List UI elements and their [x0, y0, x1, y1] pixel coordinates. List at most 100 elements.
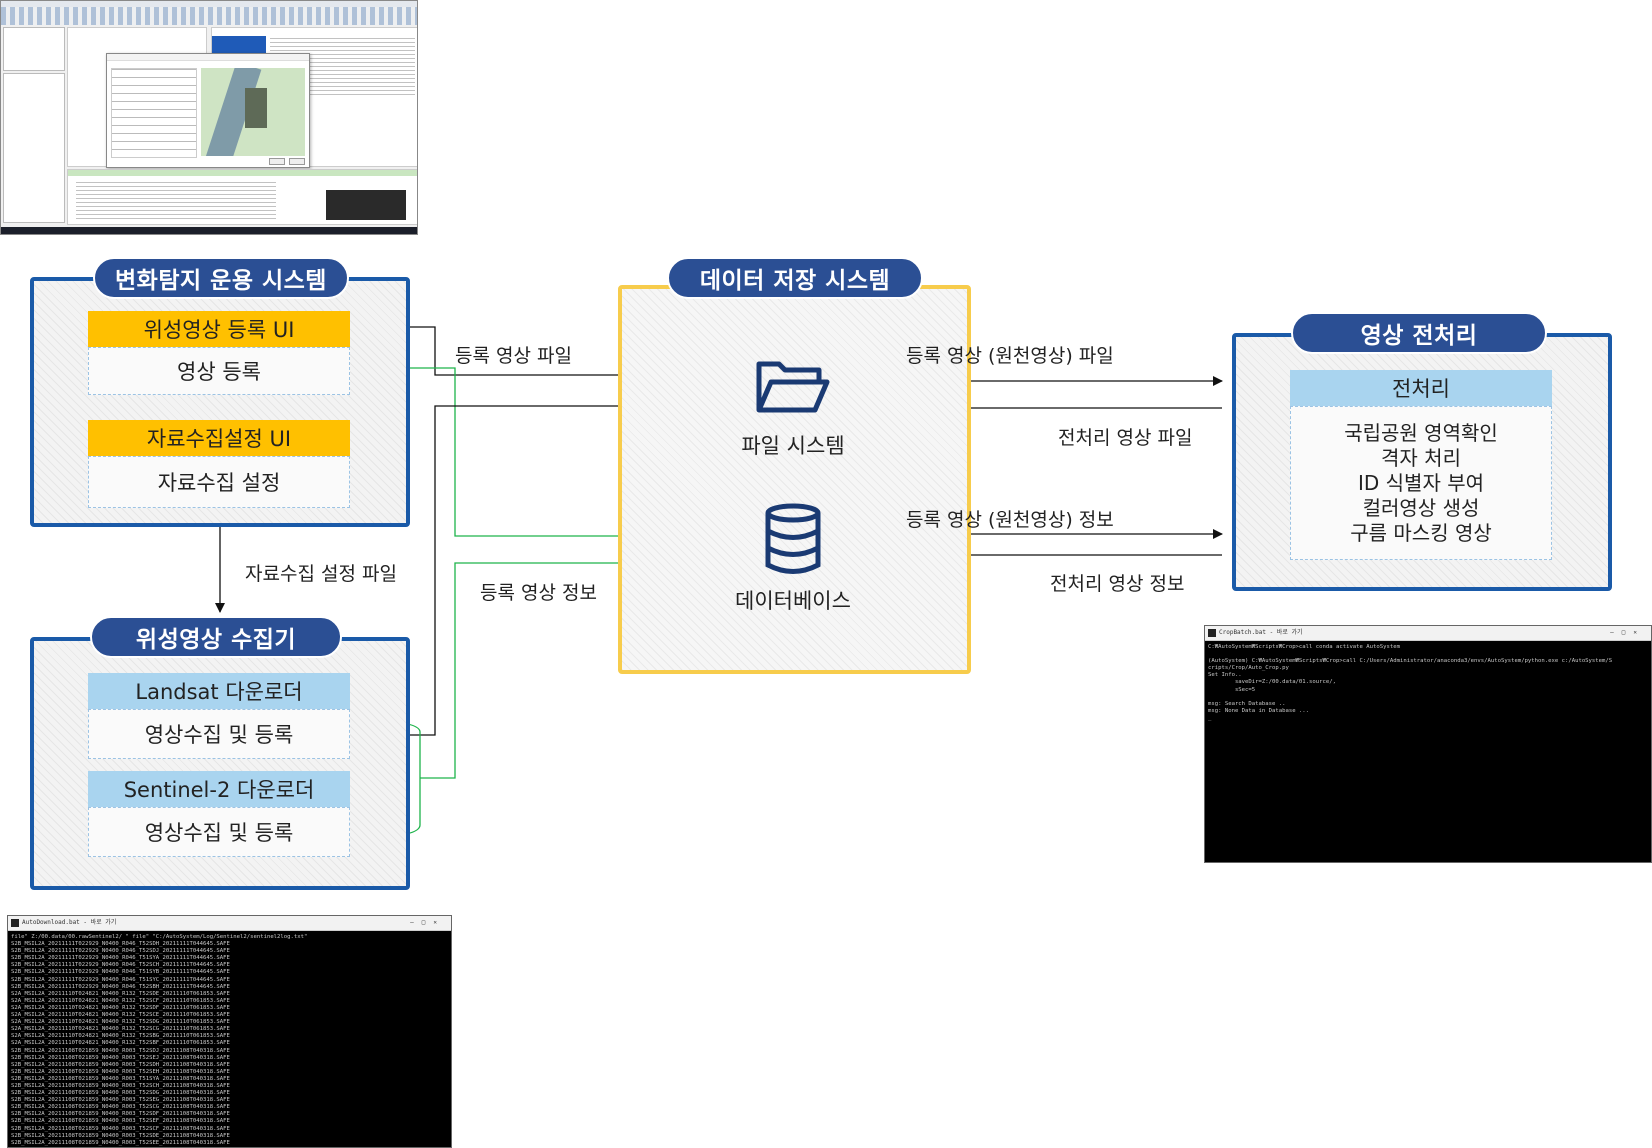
landsat-downloader-header[interactable]: Landsat 다운로더: [88, 673, 350, 709]
preprocess-step: ID 식별자 부여: [1357, 470, 1484, 495]
console-line: file" Z:/00.data/00.rawSentinel2/ " file…: [11, 934, 308, 940]
database-icon[interactable]: [764, 503, 822, 575]
file-system-label: 파일 시스템: [741, 434, 845, 458]
console-line: S2B_MSIL2A_20211108T021859_N0400_R003_T5…: [11, 1132, 230, 1139]
console-line: cripts/Crop/Auto_Crop.py: [1208, 665, 1289, 672]
data-storage-system-frame: [618, 285, 971, 674]
window-controls-icon: –□✕: [410, 919, 445, 926]
download-console-screenshot: AutoDownload.bat - 바로 가기 –□✕ file" Z:/00…: [7, 915, 452, 1148]
console-line: S2A_MSIL2A_20211110T024821_N0400_R132_T5…: [11, 1012, 230, 1019]
console-line: C:₩AutoSystem₩Scripts₩Crop>call conda ac…: [1208, 644, 1400, 650]
console-line: S2B_MSIL2A_20211111T022929_N0400_R046_T5…: [11, 976, 230, 983]
console-line: S2B_MSIL2A_20211108T021859_N0400_R003_T5…: [11, 1061, 230, 1068]
sentinel2-downloader-header[interactable]: Sentinel-2 다운로더: [88, 771, 350, 807]
console-line: S2B_MSIL2A_20211108T021859_N0400_R003_T5…: [11, 1125, 230, 1132]
qgis-dialog-titlebar: [107, 54, 309, 61]
console-line: S2B_MSIL2A_20211108T021859_N0400_R003_T5…: [11, 1139, 230, 1146]
download-console-title: AutoDownload.bat - 바로 가기: [22, 919, 117, 926]
console-line: S2B_MSIL2A_20211111T022929_N0400_R046_T5…: [11, 955, 230, 962]
console-line: sSec=5: [1208, 686, 1256, 693]
crop-console-title: CropBatch.bat - 바로 가기: [1219, 629, 1303, 636]
label-collection-settings-file: 자료수집 설정 파일: [245, 563, 397, 585]
qgis-log-tabs: [68, 170, 417, 176]
change-detection-system-title: 변화탐지 운용 시스템: [93, 257, 349, 299]
console-line: S2B_MSIL2A_20211111T022929_N0400_R046_T5…: [11, 962, 230, 969]
data-collection-ui-header[interactable]: 자료수집설정 UI: [88, 420, 350, 456]
qgis-notification-popup: [326, 190, 406, 220]
console-line: S2B_MSIL2A_20211108T021859_N0400_R003_T5…: [11, 1082, 230, 1089]
console-line: S2B_MSIL2A_20211108T021859_N0400_R003_T5…: [11, 1068, 230, 1075]
qgis-toolbar: [1, 7, 417, 25]
sentinel2-collect-register-box[interactable]: 영상수집 및 등록: [88, 807, 350, 857]
console-line: saveDir=Z:/00.data/01.source/,: [1208, 679, 1336, 686]
satellite-collector-title: 위성영상 수집기: [90, 616, 342, 658]
arrow-collector-to-database: [420, 558, 733, 779]
qgis-satellite-preview: [201, 68, 305, 156]
preprocessing-steps-box: 국립공원 영역확인 격자 처리 ID 식별자 부여 컬러영상 생성 구름 마스킹…: [1290, 406, 1552, 560]
console-line: S2B_MSIL2A_20211108T021859_N0400_R003_T5…: [11, 1118, 230, 1125]
window-controls-icon: –□✕: [1610, 629, 1645, 636]
preprocess-step: 격자 처리: [1381, 445, 1461, 470]
console-icon: [1208, 629, 1216, 637]
qgis-dialog-ok-button: [269, 158, 285, 165]
console-line: S2A_MSIL2A_20211110T024821_N0400_R132_T5…: [11, 1019, 230, 1026]
console-line: Set Info..: [1208, 672, 1242, 679]
console-icon: [11, 919, 19, 927]
console-line: S2B_MSIL2A_20211108T021859_N0400_R003_T5…: [11, 1147, 448, 1148]
crop-console-output: C:₩AutoSystem₩Scripts₩Crop>call conda ac…: [1205, 641, 1651, 725]
preprocessing-header[interactable]: 전처리: [1290, 370, 1552, 406]
console-line: S2B_MSIL2A_20211108T021859_N0400_R003_T5…: [11, 1047, 230, 1054]
console-line: _: [1208, 714, 1212, 721]
preprocess-step: 국립공원 영역확인: [1344, 420, 1498, 445]
image-registration-box[interactable]: 영상 등록: [88, 347, 350, 395]
console-line: S2B_MSIL2A_20211111T022929_N0400_R046_T5…: [11, 983, 230, 990]
console-line: S2B_MSIL2A_20211108T021859_N0400_R003_T5…: [11, 1111, 230, 1118]
label-preprocessed-file: 전처리 영상 파일: [1058, 427, 1193, 449]
crop-console-titlebar: CropBatch.bat - 바로 가기 –□✕: [1205, 626, 1651, 641]
console-line: S2A_MSIL2A_20211110T024821_N0400_R132_T5…: [11, 990, 230, 997]
data-collection-settings-box[interactable]: 자료수집 설정: [88, 456, 350, 508]
console-line: S2B_MSIL2A_20211111T022929_N0400_R046_T5…: [11, 941, 230, 948]
console-line: [1208, 694, 1648, 701]
qgis-dialog-list: [111, 68, 197, 158]
preprocess-step: 컬러영상 생성: [1362, 495, 1480, 520]
qgis-dialog: [106, 53, 310, 168]
download-console-output: file" Z:/00.data/00.rawSentinel2/ " file…: [8, 931, 451, 1148]
folder-icon[interactable]: [755, 358, 831, 418]
landsat-collect-register-box[interactable]: 영상수집 및 등록: [88, 709, 350, 759]
qgis-screenshot: [0, 0, 418, 235]
qgis-log-text: [76, 182, 276, 222]
console-line: S2B_MSIL2A_20211108T021859_N0400_R003_T5…: [11, 1075, 230, 1082]
console-line: S2A_MSIL2A_20211110T024821_N0400_R132_T5…: [11, 1004, 230, 1011]
console-line: S2A_MSIL2A_20211110T024821_N0400_R132_T5…: [11, 1040, 230, 1047]
qgis-preview-image: [245, 88, 267, 128]
console-line: S2B_MSIL2A_20211111T022929_N0400_R046_T5…: [11, 948, 230, 955]
qgis-layers-panel: [3, 73, 65, 223]
console-line: msg: None Data in Database ...: [1208, 707, 1310, 714]
crop-console-screenshot: CropBatch.bat - 바로 가기 –□✕ C:₩AutoSystem₩…: [1204, 625, 1652, 863]
preprocess-step: 구름 마스킹 영상: [1350, 520, 1492, 545]
label-raw-image-file: 등록 영상 (원천영상) 파일: [906, 345, 1114, 367]
label-registered-file: 등록 영상 파일: [455, 345, 572, 367]
satellite-registration-ui-header[interactable]: 위성영상 등록 UI: [88, 311, 350, 347]
console-line: S2A_MSIL2A_20211110T024821_N0400_R132_T5…: [11, 1033, 230, 1040]
preprocessing-system-title: 영상 전처리: [1291, 312, 1547, 354]
console-line: S2A_MSIL2A_20211110T024821_N0400_R132_T5…: [11, 1026, 230, 1033]
qgis-titlebar: [1, 1, 417, 7]
console-line: S2A_MSIL2A_20211110T024821_N0400_R132_T5…: [11, 997, 230, 1004]
console-line: msg: Search Database ..: [1208, 700, 1286, 707]
database-label: 데이터베이스: [735, 589, 851, 613]
windows-taskbar: [1, 227, 417, 234]
qgis-browser-panel: [3, 27, 65, 71]
label-preprocessed-info: 전처리 영상 정보: [1050, 573, 1185, 595]
console-line: (AutoSystem) C:₩AutoSystem₩Scripts₩Crop>…: [1208, 658, 1613, 665]
label-raw-image-info: 등록 영상 (원천영상) 정보: [906, 509, 1114, 531]
console-line: S2B_MSIL2A_20211108T021859_N0400_R003_T5…: [11, 1097, 230, 1104]
label-registered-info: 등록 영상 정보: [480, 582, 597, 604]
qgis-dialog-cancel-button: [289, 158, 305, 165]
console-line: S2B_MSIL2A_20211108T021859_N0400_R003_T5…: [11, 1090, 230, 1097]
console-line: [1208, 651, 1648, 658]
console-line: S2B_MSIL2A_20211111T022929_N0400_R046_T5…: [11, 969, 230, 976]
download-console-titlebar: AutoDownload.bat - 바로 가기 –□✕: [8, 916, 451, 931]
console-line: S2B_MSIL2A_20211108T021859_N0400_R003_T5…: [11, 1104, 230, 1111]
